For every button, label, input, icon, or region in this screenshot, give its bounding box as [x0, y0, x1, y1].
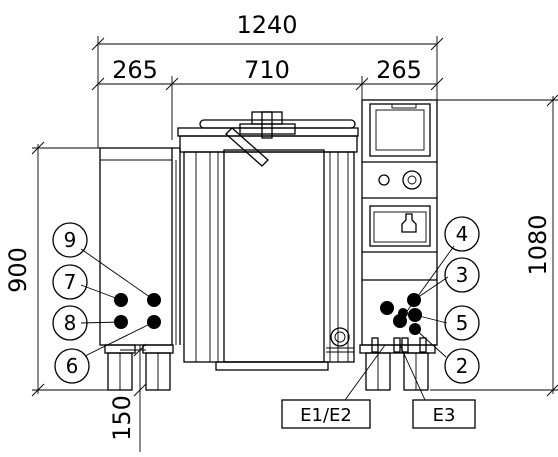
right-cabinet: [359, 99, 438, 391]
left-cabinet: [99, 147, 181, 391]
callout-4: 4: [444, 216, 480, 252]
dim-left-height: 900: [4, 247, 32, 293]
callout-9: 9: [52, 222, 88, 258]
label-box-e3: E3: [412, 399, 476, 429]
dim-right-section: 265: [376, 56, 422, 84]
callout-3-label: 3: [456, 263, 469, 287]
dim-center-section: 710: [244, 56, 290, 84]
callout-5: 5: [444, 305, 480, 341]
callout-4-label: 4: [456, 222, 469, 246]
callout-6: 6: [54, 348, 90, 384]
tap-icon: [401, 213, 417, 233]
dim-right-height: 1080: [524, 214, 552, 275]
left-connection-dots: [114, 293, 161, 329]
dimension-lines: [31, 36, 558, 452]
callout-8: 8: [52, 305, 88, 341]
leader-lines: [80, 245, 455, 401]
dim-leg-height: 150: [108, 395, 136, 441]
knob-icon: [402, 170, 422, 190]
dim-total-width: 1240: [236, 11, 297, 39]
callout-8-label: 8: [64, 311, 77, 335]
callout-6-label: 6: [66, 354, 79, 378]
callout-9-label: 9: [64, 228, 77, 252]
callout-7-label: 7: [64, 270, 77, 294]
label-box-e1e2: E1/E2: [281, 399, 371, 429]
dim-left-section: 265: [112, 56, 158, 84]
callout-2-label: 2: [456, 354, 469, 378]
callout-3: 3: [444, 257, 480, 293]
pressure-gauge-icon: [330, 327, 350, 347]
callout-2: 2: [444, 348, 480, 384]
callout-7: 7: [52, 264, 88, 300]
knob-icon: [378, 174, 390, 186]
label-e1e2: E1/E2: [300, 405, 352, 426]
connection-dot: [398, 308, 408, 318]
center-kettle: [177, 111, 359, 371]
callout-5-label: 5: [456, 311, 469, 335]
connection-dot: [380, 301, 394, 315]
label-e3: E3: [433, 405, 456, 426]
